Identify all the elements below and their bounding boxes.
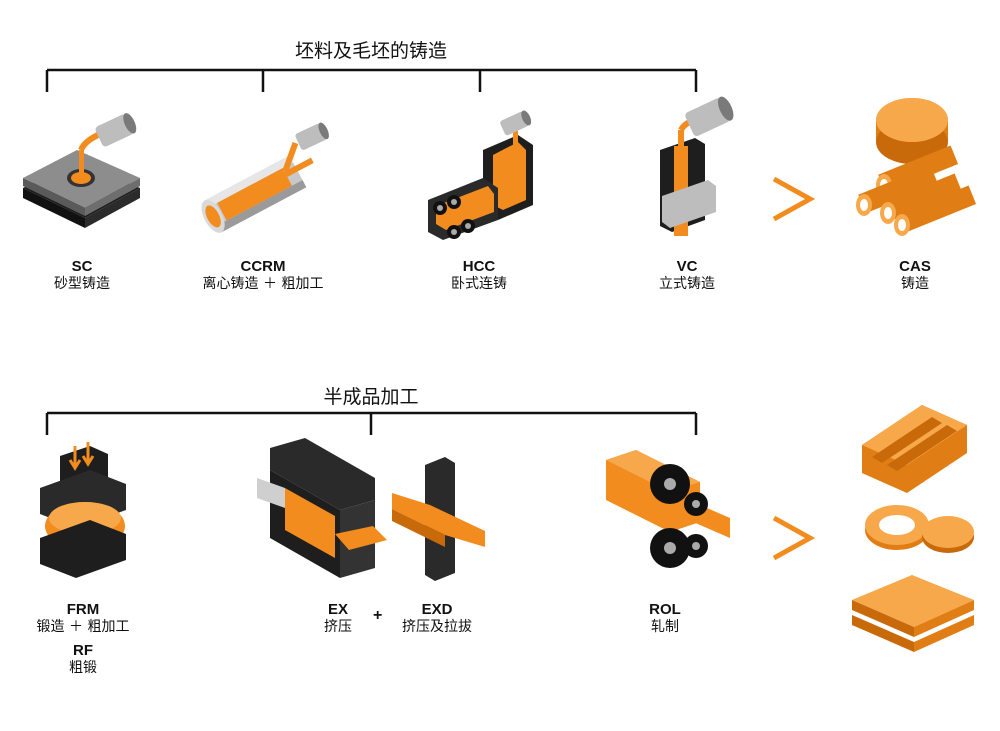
centrifugal-casting-icon [201, 122, 329, 233]
process-code: CCRM [240, 258, 286, 275]
process-code: CAS [899, 258, 931, 275]
process-code: ROL [649, 601, 681, 618]
extrusion-drawing-icon [392, 457, 485, 581]
process-frm: FRM 锻造 ＋ 粗加工 [8, 601, 158, 636]
process-code: VC [676, 258, 698, 275]
process-exd: EXD 挤压及拉拔 [362, 601, 512, 636]
cast-products-icon [856, 98, 977, 236]
sand-casting-icon [23, 113, 140, 228]
process-rf: RF 粗锻 [8, 642, 158, 677]
process-code: RF [73, 642, 93, 659]
casting-section-title: 坯料及毛坯的铸造 [294, 40, 447, 62]
semi-finished-bracket [45, 411, 698, 435]
process-name: 立式铸造 [659, 276, 715, 292]
arrow-icon [772, 176, 816, 222]
process-hcc: HCC 卧式连铸 [404, 258, 554, 293]
process-sc: SC 砂型铸造 [7, 258, 157, 293]
result-cas: CAS 铸造 [840, 258, 990, 293]
process-name: 粗锻 [69, 660, 97, 676]
vertical-casting-icon [660, 96, 734, 236]
process-code: SC [71, 258, 93, 275]
process-name: 砂型铸造 [54, 276, 110, 292]
process-name: 锻造 ＋ 粗加工 [36, 619, 130, 635]
process-code: EXD [421, 601, 453, 618]
forging-icon [40, 442, 126, 578]
process-vc: VC 立式铸造 [612, 258, 762, 293]
process-name: 铸造 [901, 276, 929, 292]
process-rol: ROL 轧制 [590, 601, 740, 636]
extrusion-icon [257, 438, 387, 578]
process-code: FRM [66, 601, 100, 618]
plus-sign: + [373, 607, 383, 624]
arrow-icon [772, 515, 816, 561]
rolling-icon [606, 450, 730, 568]
process-ex: EX 挤压 [263, 601, 413, 636]
process-name: 挤压 [324, 619, 352, 635]
process-code: EX [327, 601, 348, 618]
process-name: 离心铸造 ＋ 粗加工 [202, 276, 324, 292]
process-name: 轧制 [651, 619, 679, 635]
semi-finished-section-title: 半成品加工 [323, 386, 419, 408]
process-ccrm: CCRM 离心铸造 ＋ 粗加工 [188, 258, 338, 293]
process-name: 挤压及拉拔 [402, 619, 472, 635]
horizontal-continuous-casting-icon [428, 110, 533, 240]
semi-finished-products-icon [852, 405, 974, 652]
casting-bracket [45, 68, 698, 92]
process-code: HCC [462, 258, 496, 275]
process-name: 卧式连铸 [451, 276, 507, 292]
